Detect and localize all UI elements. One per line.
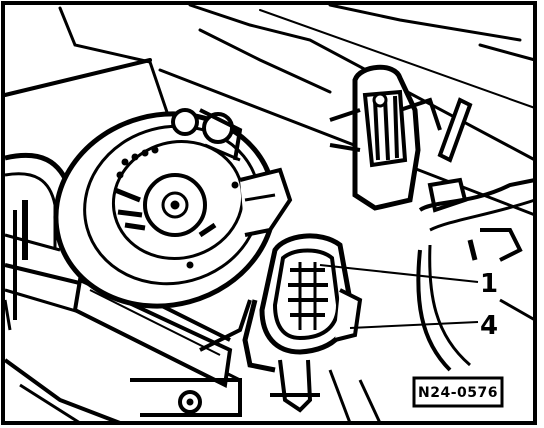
callout-label-4: 4	[480, 311, 498, 341]
connector-plug	[242, 233, 363, 413]
upper-connector	[329, 64, 473, 213]
leader-line-4	[349, 321, 479, 329]
leader-lines	[319, 264, 479, 329]
callout-label-1: 1	[480, 269, 498, 299]
leader-line-1	[319, 264, 479, 283]
reference-code: N24-0576	[418, 385, 498, 401]
reference-code-box: N24-0576	[412, 376, 504, 408]
horn-assembly	[53, 108, 293, 309]
right-structure	[328, 178, 536, 424]
figure-border	[1, 1, 537, 425]
mounting-bar	[72, 277, 252, 417]
